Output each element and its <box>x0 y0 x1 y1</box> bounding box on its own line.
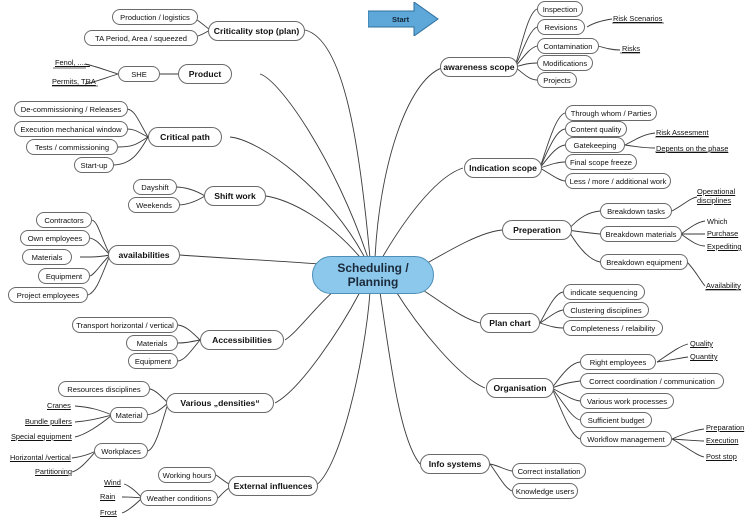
sub-decommissioning[interactable]: De-commissioning / Releases <box>14 101 128 117</box>
sub-completeness[interactable]: Completeness / relaibility <box>563 320 663 336</box>
branch-plan-chart[interactable]: Plan chart <box>480 313 540 333</box>
sub-various-work-processes[interactable]: Various work processes <box>580 393 674 409</box>
sub-materials[interactable]: Materials <box>22 249 72 265</box>
sub-weather-conditions[interactable]: Weather conditions <box>140 490 218 506</box>
sub-working-hours[interactable]: Working hours <box>158 467 216 483</box>
branch-availabilities[interactable]: availabilities <box>108 245 180 265</box>
sub-equipment[interactable]: Equipment <box>38 268 90 284</box>
sub-inspection[interactable]: Inspection <box>537 1 583 17</box>
sub-gatekeeping[interactable]: Gatekeeping <box>565 137 625 153</box>
leaf-quality: Quality <box>690 339 714 348</box>
sub-access-materials[interactable]: Materials <box>126 335 178 351</box>
sub-correct-installation[interactable]: Correct installation <box>512 463 586 479</box>
sub-transport[interactable]: Transport horizontal / vertical <box>72 317 178 333</box>
sub-knowledge-users[interactable]: Knowledge users <box>512 483 578 499</box>
sub-less-more-work[interactable]: Less / more / additional work <box>565 173 671 189</box>
sub-contamination[interactable]: Contamination <box>537 38 599 54</box>
sub-contractors[interactable]: Contractors <box>36 212 92 228</box>
sub-breakdown-tasks[interactable]: Breakdown tasks <box>600 203 672 219</box>
leaf-frost: Frost <box>100 508 117 517</box>
sub-ta-period[interactable]: TA Period, Area / squeezed <box>84 30 198 46</box>
sub-access-equipment[interactable]: Equipment <box>128 353 178 369</box>
sub-material[interactable]: Material <box>110 407 148 423</box>
sub-right-employees[interactable]: Right employees <box>580 354 656 370</box>
leaf-rain: Rain <box>100 492 116 501</box>
sub-execution-window[interactable]: Execution mechanical window <box>14 121 128 137</box>
sub-final-scope-freeze[interactable]: Final scope freeze <box>565 154 637 170</box>
leaf-expediting: Expediting <box>707 242 742 251</box>
leaf-risks: Risks <box>622 44 641 53</box>
leaf-preparation: Preparation <box>706 423 745 432</box>
sub-own-employees[interactable]: Own employees <box>20 230 90 246</box>
sub-revisions[interactable]: Revisions <box>537 19 585 35</box>
leaf-depents-on-phase: Depents on the phase <box>656 144 729 153</box>
start-label: Start <box>392 15 410 24</box>
sub-sufficient-budget[interactable]: Sufficient budget <box>580 412 652 428</box>
leaf-availability: Availability <box>706 281 741 290</box>
branch-awareness-scope[interactable]: awareness scope <box>440 57 518 77</box>
leaf-which: Which <box>707 217 728 226</box>
sub-production-logistics[interactable]: Production / logistics <box>112 9 198 25</box>
sub-projects[interactable]: Projects <box>537 72 577 88</box>
leaf-fenol: Fenol, ...... <box>55 58 90 67</box>
sub-workflow-management[interactable]: Workflow management <box>580 431 672 447</box>
sub-modifications[interactable]: Modifications <box>537 55 593 71</box>
leaf-post-stop: Post stop <box>706 452 737 461</box>
leaf-wind: Wind <box>104 478 121 487</box>
sub-resources-disciplines[interactable]: Resources disciplines <box>58 381 150 397</box>
branch-organisation[interactable]: Organisation <box>486 378 554 398</box>
start-arrow-icon <box>368 2 439 36</box>
branch-criticality-stop[interactable]: Criticality stop (plan) <box>208 21 305 41</box>
sub-she[interactable]: SHE <box>118 66 160 82</box>
central-topic[interactable]: Scheduling / Planning <box>312 256 434 294</box>
leaf-execution: Execution <box>706 436 739 445</box>
leaf-horizontal-vertical: Horizontal /vertical <box>10 453 71 462</box>
leaf-risk-assesment: Risk Assesment <box>656 128 709 137</box>
central-topic-line2: Planning <box>347 275 399 289</box>
sub-workplaces[interactable]: Workplaces <box>94 443 148 459</box>
leaf-purchase: Purchase <box>707 229 739 238</box>
sub-correct-coordination[interactable]: Correct coordination / communication <box>580 373 724 389</box>
leaf-partitioning: Partitioning <box>35 467 72 476</box>
branch-accessibilities[interactable]: Accessibilities <box>200 330 284 350</box>
sub-tests-commissioning[interactable]: Tests / commissioning <box>26 139 118 155</box>
branch-preperation[interactable]: Preperation <box>502 220 572 240</box>
sub-breakdown-equipment[interactable]: Breakdown equipment <box>600 254 688 270</box>
sub-breakdown-materials[interactable]: Breakdown materials <box>600 226 682 242</box>
sub-clustering-disciplines[interactable]: Clustering disciplines <box>563 302 649 318</box>
leaf-bundle-pullers: Bundle pullers <box>25 417 72 426</box>
leaf-risk-scenarios: Risk Scenarios <box>613 14 663 23</box>
central-topic-line1: Scheduling / <box>337 261 409 275</box>
sub-dayshift[interactable]: Dayshift <box>133 179 177 195</box>
branch-info-systems[interactable]: Info systems <box>420 454 490 474</box>
branch-critical-path[interactable]: Critical path <box>148 127 222 147</box>
branch-product[interactable]: Product <box>178 64 232 84</box>
sub-indicate-sequencing[interactable]: indicate sequencing <box>563 284 645 300</box>
branch-shift-work[interactable]: Shift work <box>204 186 266 206</box>
sub-start-up[interactable]: Start-up <box>74 157 114 173</box>
sub-through-whom[interactable]: Through whom / Parties <box>565 105 657 121</box>
sub-weekends[interactable]: Weekends <box>128 197 180 213</box>
branch-indication-scope[interactable]: Indication scope <box>464 158 542 178</box>
sub-content-quality[interactable]: Content quality <box>565 121 627 137</box>
leaf-quantity: Quantity <box>690 352 718 361</box>
leaf-cranes: Cranes <box>47 401 71 410</box>
sub-project-employees[interactable]: Project employees <box>8 287 88 303</box>
leaf-permits-tra: Permits, TRA <box>52 77 96 86</box>
branch-external-influences[interactable]: External influences <box>228 476 318 496</box>
branch-densities[interactable]: Various „densities“ <box>166 393 274 413</box>
leaf-special-equipment: Special equipment <box>11 432 72 441</box>
leaf-operational-disciplines: Operational disciplines <box>697 187 736 205</box>
